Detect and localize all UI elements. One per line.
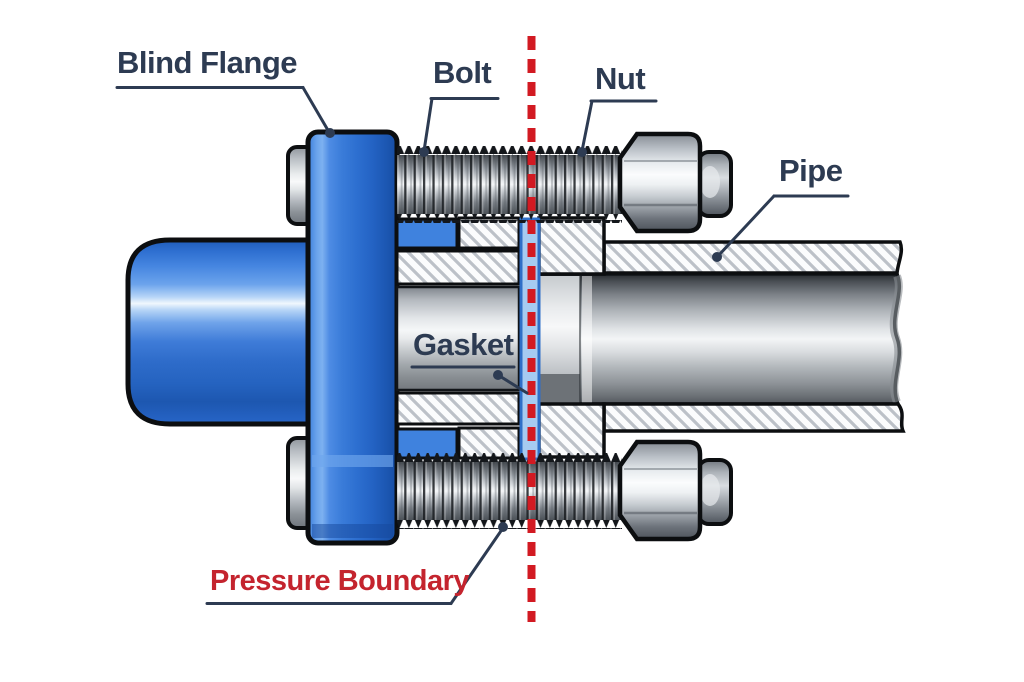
label-blind-flange: Blind Flange: [117, 45, 298, 80]
label-gasket: Gasket: [413, 327, 514, 362]
flange-joint-left-section: [395, 216, 521, 460]
pipe-wall-bottom: [602, 402, 906, 433]
label-pressure-boundary: Pressure Boundary: [210, 565, 470, 597]
bolt-thread-bottom: [397, 453, 622, 529]
callout-dots: [325, 128, 722, 532]
pipe-wall-top: [602, 240, 904, 275]
pipe-bore: [538, 272, 903, 406]
bolt-thread-top: [397, 146, 622, 223]
pipe-flange-ring-bottom: [537, 402, 606, 459]
label-nut: Nut: [595, 61, 646, 96]
blind-flange-hub: [125, 237, 313, 427]
label-bolt: Bolt: [433, 55, 492, 90]
nut-top: [617, 131, 733, 234]
callout-leaders: [115, 86, 850, 605]
pipe-flange-ring-top: [537, 216, 606, 276]
blind-flange-plate: [305, 129, 400, 546]
label-pipe: Pipe: [779, 153, 843, 188]
nut-bottom: [617, 439, 733, 542]
